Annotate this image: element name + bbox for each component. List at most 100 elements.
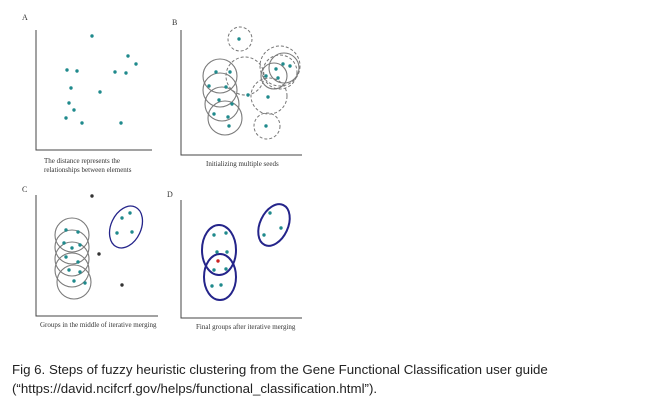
data-point: [288, 64, 292, 68]
panel-b-axes: [180, 30, 302, 156]
data-point: [227, 124, 231, 128]
data-point: [210, 284, 214, 288]
data-point: [70, 246, 74, 250]
panel-b-seed-circles: [202, 26, 301, 140]
seed-circle: [204, 86, 240, 122]
data-point: [67, 101, 71, 105]
seed-circle-dashed: [227, 26, 253, 52]
panel-a: A The distance represents the relationsh…: [22, 13, 152, 174]
final-group: [257, 203, 291, 247]
final-group: [201, 224, 237, 276]
data-point: [130, 230, 134, 234]
data-point: [78, 270, 82, 274]
panel-b: B Initializing multiple seeds: [172, 18, 302, 168]
data-point: [64, 255, 68, 259]
data-point: [124, 71, 128, 75]
data-point: [279, 226, 283, 230]
shared-point: [216, 259, 220, 263]
seed-circle: [202, 72, 238, 108]
panel-d-final-groups: [201, 203, 291, 301]
data-point: [98, 90, 102, 94]
seed-circle: [207, 100, 243, 136]
outlier-point: [90, 194, 94, 198]
data-point: [207, 84, 211, 88]
data-point: [224, 85, 228, 89]
data-point: [264, 124, 268, 128]
panel-d: D Final groups after iterative merging: [167, 190, 302, 331]
data-point: [264, 74, 268, 78]
seed-circle-dashed: [262, 54, 298, 90]
figure-caption-line-2: (“https://david.ncifcrf.gov/helps/functi…: [12, 381, 378, 396]
figure-caption: Fig 6. Steps of fuzzy heuristic clusteri…: [12, 360, 652, 398]
merging-circle: [54, 217, 90, 253]
panel-c: C Groups in the middle of iterative merg…: [22, 185, 158, 329]
panel-c-caption-line-1: Groups in the middle of iterative mergin…: [40, 321, 157, 329]
panel-c-points: [62, 194, 134, 287]
data-point: [224, 231, 228, 235]
merging-circle: [54, 241, 90, 277]
data-point: [120, 216, 124, 220]
data-point: [128, 211, 132, 215]
data-point: [83, 281, 87, 285]
data-point: [113, 70, 117, 74]
panel-a-caption-line-2: relationships between elements: [44, 166, 132, 174]
data-point: [78, 243, 82, 247]
panel-b-caption-line-1: Initializing multiple seeds: [206, 160, 279, 168]
data-point: [266, 95, 270, 99]
data-point: [65, 68, 69, 72]
seed-circle: [268, 52, 300, 84]
data-point: [212, 112, 216, 116]
data-point: [212, 233, 216, 237]
seed-circle: [202, 58, 238, 94]
merging-circle: [54, 229, 90, 265]
data-point: [214, 70, 218, 74]
data-point: [72, 279, 76, 283]
panel-d-caption-line-1: Final groups after iterative merging: [196, 323, 296, 331]
data-point: [67, 268, 71, 272]
data-point: [246, 93, 250, 97]
seed-circle-dashed: [250, 77, 288, 115]
clustering-figure: A The distance represents the relationsh…: [22, 13, 302, 331]
data-point: [224, 267, 228, 271]
seed-circle-dashed: [259, 45, 301, 87]
outlier-point: [120, 283, 124, 287]
data-point: [217, 98, 221, 102]
data-point: [230, 102, 234, 106]
data-point: [281, 62, 285, 66]
panel-a-axes: [35, 30, 152, 151]
panel-d-points: [210, 211, 283, 288]
panel-c-letter: C: [22, 185, 27, 194]
data-point: [80, 121, 84, 125]
data-point: [274, 67, 278, 71]
data-point: [76, 260, 80, 264]
panel-d-letter: D: [167, 190, 173, 199]
panel-b-letter: B: [172, 18, 177, 27]
data-point: [219, 283, 223, 287]
figure-caption-line-1: Fig 6. Steps of fuzzy heuristic clusteri…: [12, 362, 548, 377]
data-point: [76, 230, 80, 234]
data-point: [115, 231, 119, 235]
panel-c-axes: [35, 195, 158, 317]
panel-a-points: [64, 34, 138, 125]
panel-d-axes: [180, 200, 302, 319]
data-point: [119, 121, 123, 125]
data-point: [126, 54, 130, 58]
seed-circle: [260, 62, 288, 90]
final-group: [203, 253, 237, 301]
data-point: [215, 250, 219, 254]
data-point: [69, 86, 73, 90]
data-point: [62, 241, 66, 245]
data-point: [262, 233, 266, 237]
data-point: [237, 37, 241, 41]
panel-a-letter: A: [22, 13, 28, 22]
data-point: [268, 211, 272, 215]
data-point: [64, 116, 68, 120]
data-point: [90, 34, 94, 38]
data-point: [226, 115, 230, 119]
outlier-point: [97, 252, 101, 256]
data-point: [75, 69, 79, 73]
panel-a-caption-line-1: The distance represents the: [44, 157, 120, 165]
panel-b-points: [207, 37, 292, 128]
merging-circle: [54, 252, 90, 288]
data-point: [225, 250, 229, 254]
